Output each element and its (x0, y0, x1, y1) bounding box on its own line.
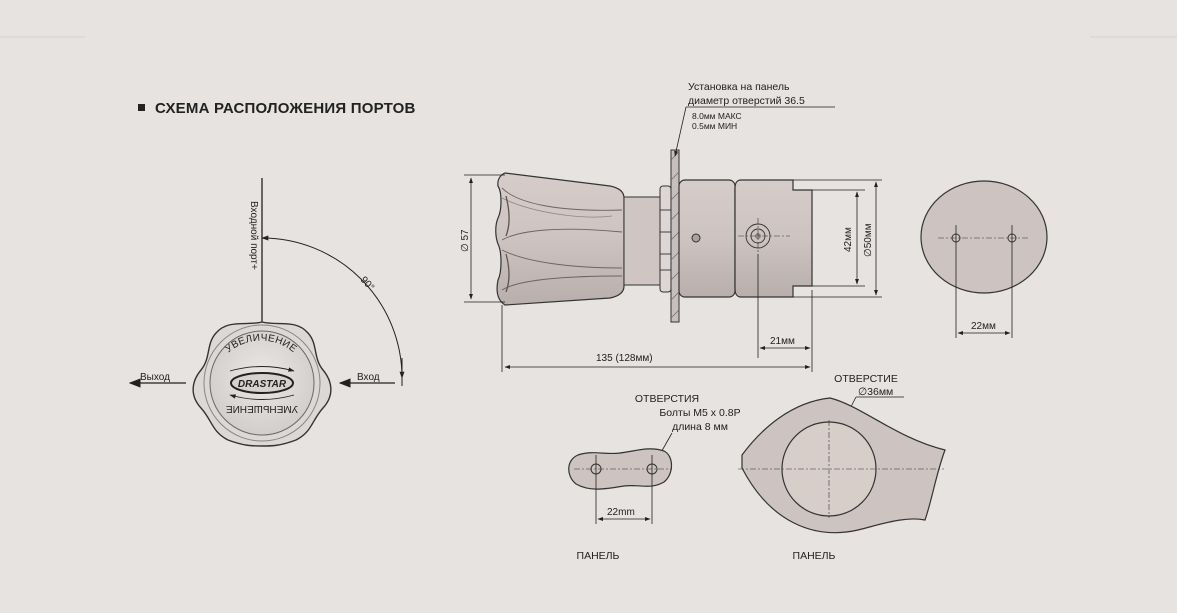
min-thickness-label: 0.5мм МИН (692, 121, 737, 131)
diameter-50-label: ∅50мм (863, 223, 874, 257)
angle-label: 90° (358, 275, 376, 294)
brand-badge (230, 372, 294, 394)
knob-front-view: Входной порт+ 90° УВЕЛИЧЕНИЕ DRASTAR УМЕ… (128, 178, 405, 447)
panel-mount-line1: Установка на панель (688, 81, 790, 93)
diameter-57-label: ∅ 57 (460, 229, 471, 252)
panel-small-caption: ПАНЕЛЬ (577, 550, 620, 562)
end-view-22-label: 22мм (971, 321, 996, 332)
inlet-port-label: Входной порт+ (248, 201, 259, 270)
inlet-label: Вход (357, 372, 380, 383)
dimension-21-label: 21мм (770, 336, 795, 347)
cap-body (495, 172, 625, 306)
hole-diameter-label: ∅36мм (858, 386, 893, 398)
panel-large-view: ОТВЕРСТИЕ ∅36мм ПАНЕЛЬ (738, 373, 946, 562)
title-bullet-icon (138, 103, 145, 111)
panel-small-shape (568, 448, 673, 490)
panel-mount-line2: диаметр отверстий 36.5 (688, 95, 805, 107)
holes-label-line3: длина 8 мм (672, 421, 728, 433)
port-block (734, 179, 813, 298)
holes-label-line1: ОТВЕРСТИЯ (635, 393, 699, 405)
panel-large-caption: ПАНЕЛЬ (793, 550, 836, 562)
total-length-label: 135 (128мм) (596, 353, 653, 364)
neck (623, 196, 661, 286)
page-title: СХЕМА РАСПОЛОЖЕНИЯ ПОРТОВ (138, 100, 415, 117)
regulator-side-view: Установка на панель диаметр отверстий 36… (460, 81, 882, 372)
hole-label-line1: ОТВЕРСТИЕ (834, 373, 898, 385)
decrease-label: УМЕНЬШЕНИЕ (226, 403, 298, 414)
dimension-42-label: 42мм (843, 227, 854, 252)
page-title-text: СХЕМА РАСПОЛОЖЕНИЯ ПОРТОВ (155, 100, 416, 117)
holes-label-line2: Болты М5 x 0.8P (659, 407, 740, 419)
panel-small-22-label: 22mm (607, 507, 635, 518)
outlet-label: Выход (140, 372, 170, 383)
regulator-end-view: 22мм (920, 180, 1048, 338)
panel-small-view: ОТВЕРСТИЯ Болты М5 x 0.8P длина 8 мм 22m… (568, 393, 741, 562)
max-thickness-label: 8.0мм МАКС (692, 111, 742, 121)
brand-label: DRASTAR (238, 379, 287, 390)
body-block (678, 179, 736, 298)
